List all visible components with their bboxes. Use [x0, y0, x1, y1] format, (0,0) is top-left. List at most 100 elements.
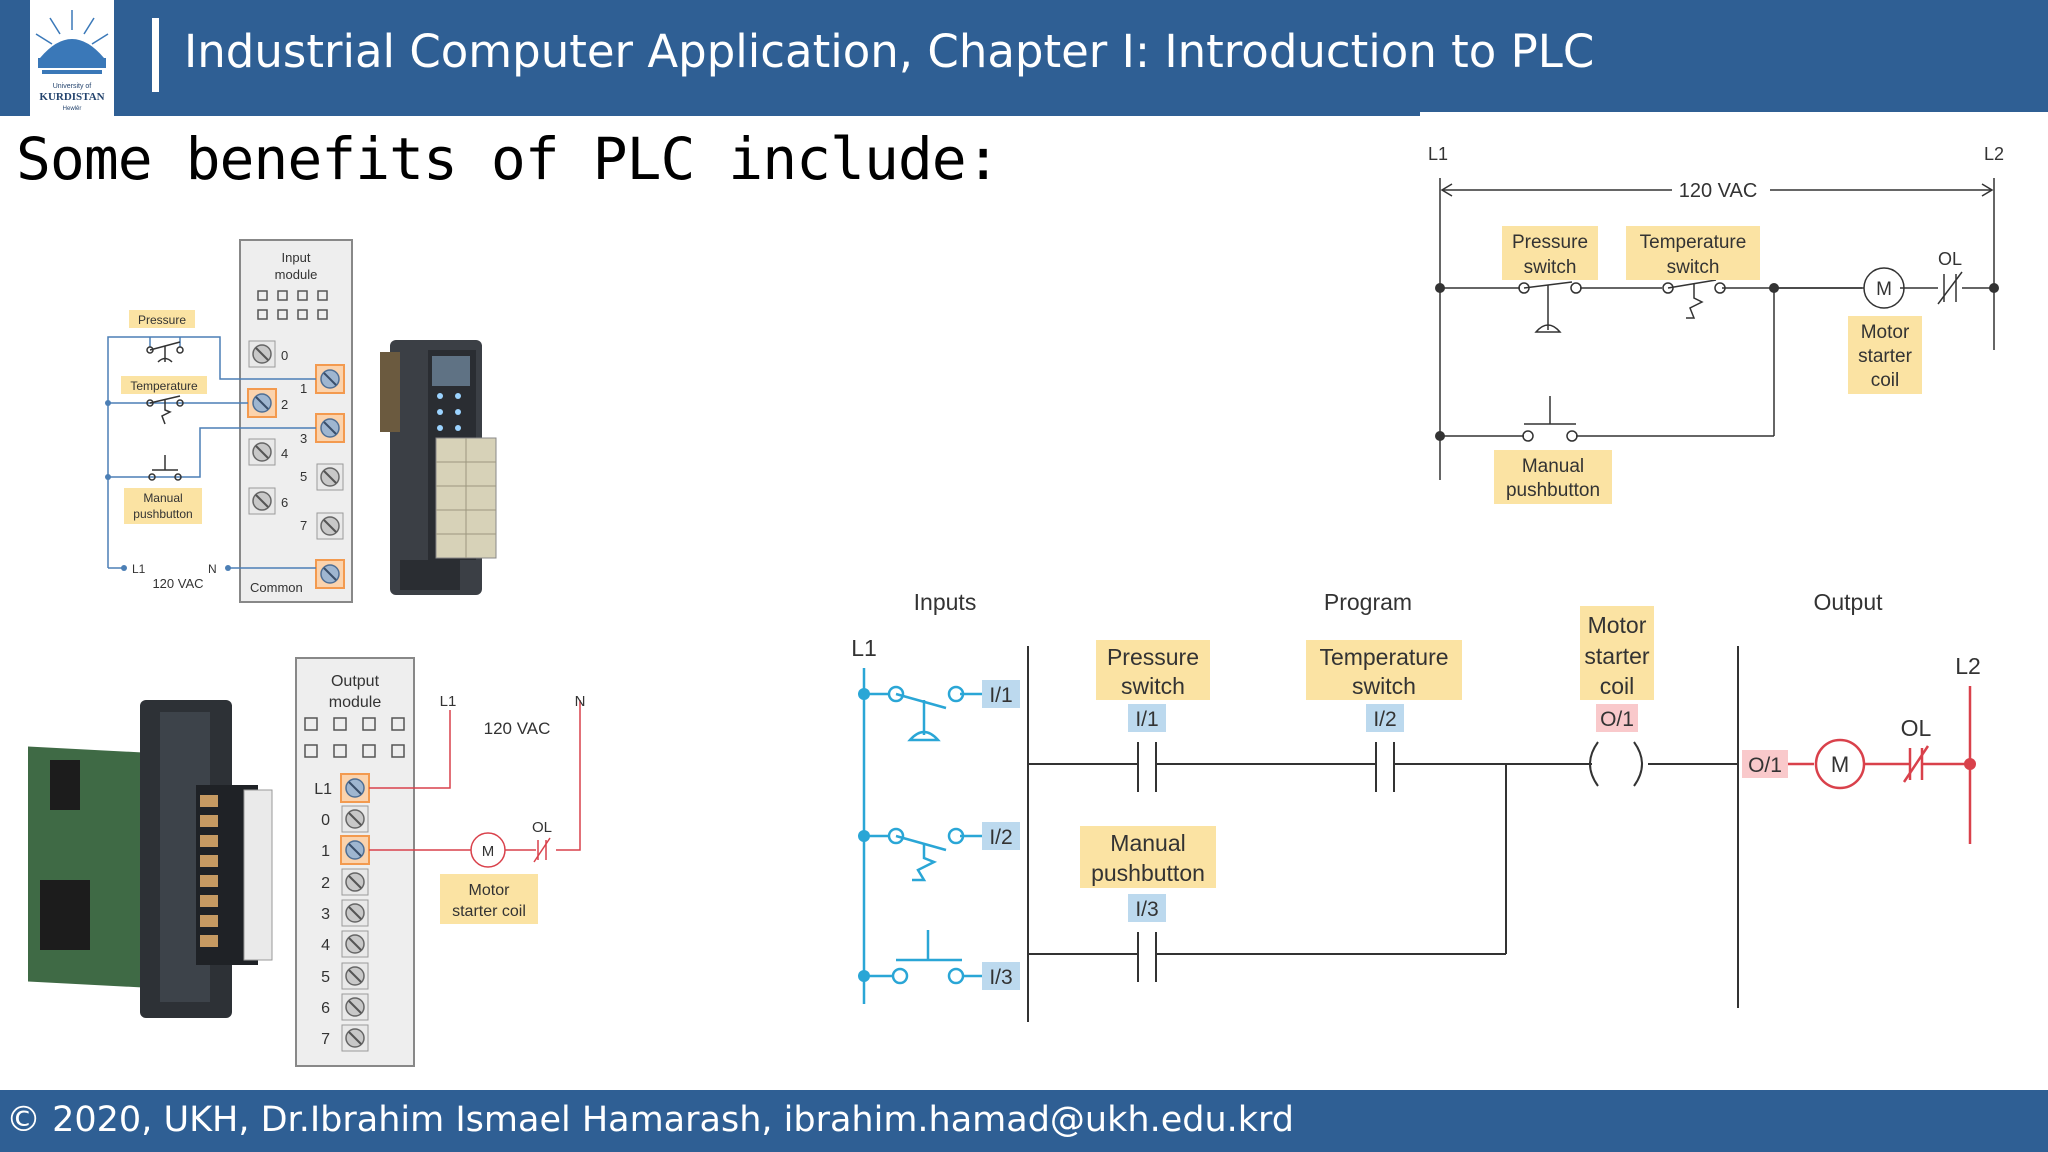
hw-temp-label-2: switch: [1667, 257, 1720, 278]
input-terminal-label-1: 1: [300, 381, 307, 396]
ladder-output-tag: O/1: [1748, 754, 1782, 777]
hw-motor-symbol: M: [1876, 279, 1892, 300]
slide-footer-text: © 2020, UKH, Dr.Ibrahim Ismael Hamarash,…: [6, 1100, 1295, 1140]
hw-ol-label: OL: [1938, 249, 1962, 269]
hw-pressure-label: Pressure: [1512, 232, 1588, 253]
slide-heading: Some benefits of PLC include:: [16, 125, 1001, 193]
ladder-coil-label-3: coil: [1600, 673, 1635, 699]
input-pressure-label: Pressure: [138, 313, 186, 327]
hw-pressure-label-2: switch: [1524, 257, 1577, 278]
hw-coil-label-2: starter: [1858, 346, 1913, 367]
output-terminal-label-3: 3: [321, 906, 330, 923]
input-terminal-common: [315, 559, 345, 589]
ladder-input-tag-3: I/3: [989, 966, 1012, 989]
input-terminal-0: [248, 340, 276, 368]
output-terminal-label-l1: L1: [314, 781, 332, 798]
output-vac-label: 120 VAC: [484, 719, 551, 738]
input-terminal-label-0: 0: [281, 348, 288, 363]
input-terminal-6: [248, 487, 276, 515]
logo-line-3: Hewlêr: [63, 106, 82, 112]
output-module-photo: [28, 700, 273, 1018]
hw-vac-label: 120 VAC: [1679, 180, 1758, 202]
ladder-pressure-label: Pressure: [1107, 644, 1199, 670]
ladder-program-heading: Program: [1324, 589, 1412, 615]
logo-line-1: University of: [53, 83, 92, 90]
ladder-contact-tag-2: I/2: [1373, 708, 1396, 731]
input-module-photo: [380, 340, 497, 595]
input-terminal-label-4: 4: [281, 446, 288, 461]
output-terminal-label-4: 4: [321, 937, 330, 954]
output-module-title: Output: [331, 673, 380, 690]
ladder-coil-label: Motor: [1588, 612, 1647, 638]
output-terminal-6: [341, 993, 369, 1021]
ladder-pressure-label-2: switch: [1121, 673, 1185, 699]
hw-manual-label: Manual: [1522, 456, 1584, 477]
input-terminal-1: [315, 364, 345, 394]
input-n-label: N: [208, 562, 217, 576]
hw-coil-label: Motor: [1861, 322, 1910, 343]
output-terminal-2: [341, 868, 369, 896]
input-l1-label: L1: [132, 562, 146, 576]
hw-coil-label-3: coil: [1871, 370, 1900, 391]
output-terminal-label-6: 6: [321, 1000, 330, 1017]
output-terminal-0: [341, 805, 369, 833]
output-terminal-5: [341, 962, 369, 990]
ladder-coil-tag: O/1: [1600, 708, 1634, 731]
ladder-manual-label: Manual: [1110, 830, 1185, 856]
input-manual-label-2: pushbutton: [133, 507, 192, 521]
output-terminal-label-5: 5: [321, 969, 330, 986]
output-terminal-3: [341, 899, 369, 927]
input-manual-label: Manual: [143, 491, 182, 505]
input-temperature-label: Temperature: [130, 379, 198, 393]
logo-line-2: KURDISTAN: [39, 91, 104, 103]
output-terminal-7: [341, 1024, 369, 1052]
ladder-inputs-heading: Inputs: [914, 589, 977, 615]
output-terminal-4: [341, 930, 369, 958]
hw-l1-label: L1: [1428, 144, 1448, 164]
input-terminal-5: [316, 463, 344, 491]
ladder-input-tag-1: I/1: [989, 684, 1012, 707]
output-module-diagram: Output module L1 0 1 2 3 4 5 6 7: [295, 657, 586, 1067]
input-module-title: Input: [282, 250, 311, 265]
input-terminal-2: [247, 388, 277, 418]
input-module-diagram: Input module 0 1 2 3 4 5 6 7 Common: [105, 239, 353, 603]
slide-header-bar: [0, 0, 2048, 116]
output-terminal-label-7: 7: [321, 1031, 330, 1048]
output-ol-label: OL: [532, 819, 552, 836]
slide-title: Industrial Computer Application, Chapter…: [184, 25, 1595, 78]
input-terminal-label-2: 2: [281, 397, 288, 412]
output-terminal-l1: [340, 773, 370, 803]
hw-l2-label: L2: [1984, 144, 2004, 164]
input-terminal-3: [315, 413, 345, 443]
output-terminal-label-1: 1: [321, 843, 330, 860]
hw-manual-label-2: pushbutton: [1506, 480, 1600, 501]
output-coil-label: Motor: [469, 882, 511, 899]
ladder-temp-label: Temperature: [1319, 644, 1448, 670]
input-module-title-2: module: [275, 267, 318, 282]
hardwired-circuit: L1 L2: [1428, 144, 2004, 504]
ladder-l1-label: L1: [851, 635, 877, 661]
slide-footer-bar: [0, 1090, 2048, 1152]
output-terminal-label-2: 2: [321, 875, 330, 892]
output-module-title-2: module: [329, 694, 382, 711]
ladder-contact-tag-3: I/3: [1135, 898, 1158, 921]
ladder-contact-tag-1: I/1: [1135, 708, 1158, 731]
input-terminal-label-3: 3: [300, 431, 307, 446]
header-accent-strip: [1420, 112, 2048, 116]
ladder-l2-label: L2: [1955, 653, 1981, 679]
output-n-label: N: [575, 693, 586, 710]
hw-temp-label: Temperature: [1640, 232, 1747, 253]
input-terminal-label-6: 6: [281, 495, 288, 510]
output-terminal-label-0: 0: [321, 812, 330, 829]
plc-ladder-diagram: Inputs Program Output L1 L2 I/1 I/2 I/3: [851, 589, 1981, 1022]
output-l1-label: L1: [440, 693, 457, 710]
input-vac-label: 120 VAC: [152, 576, 203, 591]
ladder-output-heading: Output: [1813, 589, 1883, 615]
ladder-input-tag-2: I/2: [989, 826, 1012, 849]
university-logo: University of KURDISTAN Hewlêr: [30, 0, 114, 116]
output-motor-symbol: M: [482, 843, 495, 860]
ladder-motor-symbol: M: [1831, 752, 1849, 777]
output-coil-label-2: starter coil: [452, 903, 526, 920]
input-terminal-label-7: 7: [300, 518, 307, 533]
